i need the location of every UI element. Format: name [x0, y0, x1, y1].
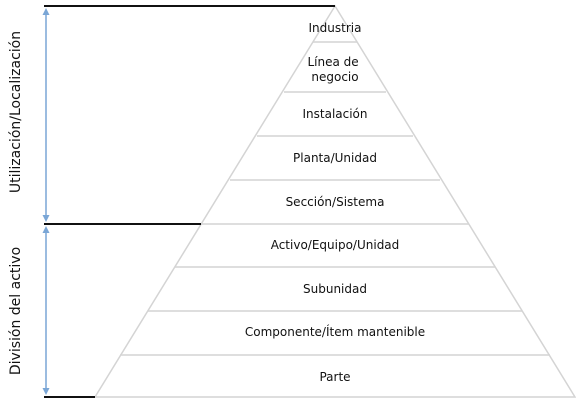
upper-range-arrow: [42, 8, 50, 222]
arrow-up-head-icon: [42, 8, 50, 15]
level-instalacion: Instalación: [302, 107, 367, 121]
level-subunidad: Subunidad: [303, 282, 367, 296]
group-label-division: División del activo: [8, 247, 24, 375]
level-industria: Industria: [309, 21, 362, 35]
pyramid-dividers: [120, 41, 550, 356]
pyramid-outline: [93, 4, 576, 398]
level-componente-item-mantenible: Componente/Ítem mantenible: [245, 324, 425, 339]
group-brackets: [44, 5, 335, 398]
level-seccion-sistema: Sección/Sistema: [286, 195, 385, 209]
group-arrows: [42, 8, 50, 395]
level-parte: Parte: [319, 370, 350, 384]
arrow-down-head-icon: [42, 215, 50, 222]
level-linea-de-negocio: Línea de negocio: [307, 55, 362, 84]
arrow-down-head-icon: [42, 388, 50, 395]
lower-range-arrow: [42, 226, 50, 395]
level-activo-equipo-unidad: Activo/Equipo/Unidad: [271, 238, 400, 252]
level-planta-unidad: Planta/Unidad: [293, 151, 377, 165]
level-linea-line-2: negocio: [311, 70, 358, 84]
pyramid-levels: Industria Línea de negocio Instalación P…: [245, 21, 425, 384]
group-label-utilizacion: Utilización/Localización: [8, 31, 24, 193]
arrow-up-head-icon: [42, 226, 50, 233]
level-linea-line-1: Línea de: [307, 55, 358, 69]
